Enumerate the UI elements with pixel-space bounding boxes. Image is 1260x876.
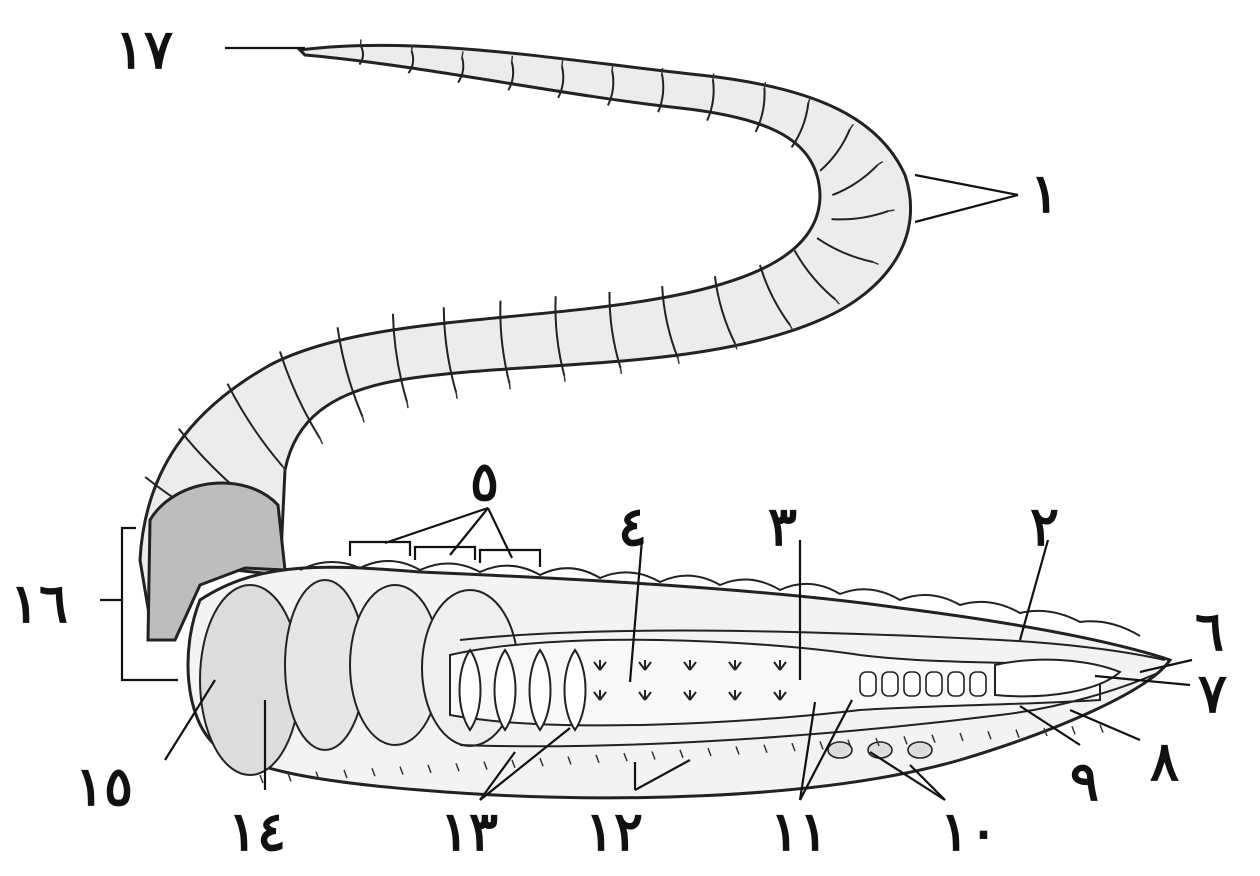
label-5: ٥ <box>470 449 499 513</box>
seta <box>320 439 323 444</box>
bracket-5a <box>350 542 410 556</box>
gut-segment <box>860 672 876 696</box>
seta <box>456 393 457 399</box>
label-3: ٣ <box>768 494 797 558</box>
leader-8 <box>1070 710 1140 740</box>
dissected-body <box>188 561 1170 798</box>
seta <box>889 210 895 211</box>
label-8: ٨ <box>1150 729 1179 793</box>
seta <box>407 402 408 408</box>
label-12: ١٢ <box>585 799 643 863</box>
seta <box>260 775 263 783</box>
seta <box>564 376 565 382</box>
seta <box>678 358 679 364</box>
ganglion <box>908 742 932 758</box>
seta <box>510 383 511 389</box>
seta <box>1072 726 1075 734</box>
gut-segment <box>970 672 986 696</box>
seta <box>612 65 613 71</box>
label-11: ١١ <box>770 799 828 863</box>
label-7: ٧ <box>1198 661 1227 725</box>
ganglion <box>868 742 892 758</box>
label-9: ٩ <box>1070 749 1099 813</box>
leader-1a <box>915 175 1018 195</box>
seta <box>621 368 622 374</box>
seta <box>1100 725 1103 733</box>
label-10: ١٠ <box>940 799 998 863</box>
label-6: ٦ <box>1195 599 1224 663</box>
gut-segment <box>882 672 898 696</box>
bracket-5b <box>415 547 475 560</box>
seta <box>562 60 563 66</box>
leader-10b <box>910 765 945 800</box>
seta <box>363 417 365 423</box>
leader-1b <box>915 195 1018 222</box>
ganglion <box>828 742 852 758</box>
gut-segment <box>948 672 964 696</box>
label-13: ١٣ <box>440 799 498 863</box>
seta <box>713 73 714 79</box>
label-1: ١ <box>1030 161 1059 225</box>
label-4: ٤ <box>618 494 647 558</box>
seta <box>512 56 513 62</box>
seta <box>462 51 463 57</box>
seta <box>662 68 663 74</box>
label-2: ٢ <box>1030 494 1059 558</box>
gut-segment <box>904 672 920 696</box>
label-14: ١٤ <box>228 799 286 863</box>
seta <box>412 45 413 51</box>
label-15: ١٥ <box>75 754 133 818</box>
label-16: ١٦ <box>10 571 68 635</box>
gut-segment <box>926 672 942 696</box>
label-17: ١٧ <box>115 17 173 81</box>
